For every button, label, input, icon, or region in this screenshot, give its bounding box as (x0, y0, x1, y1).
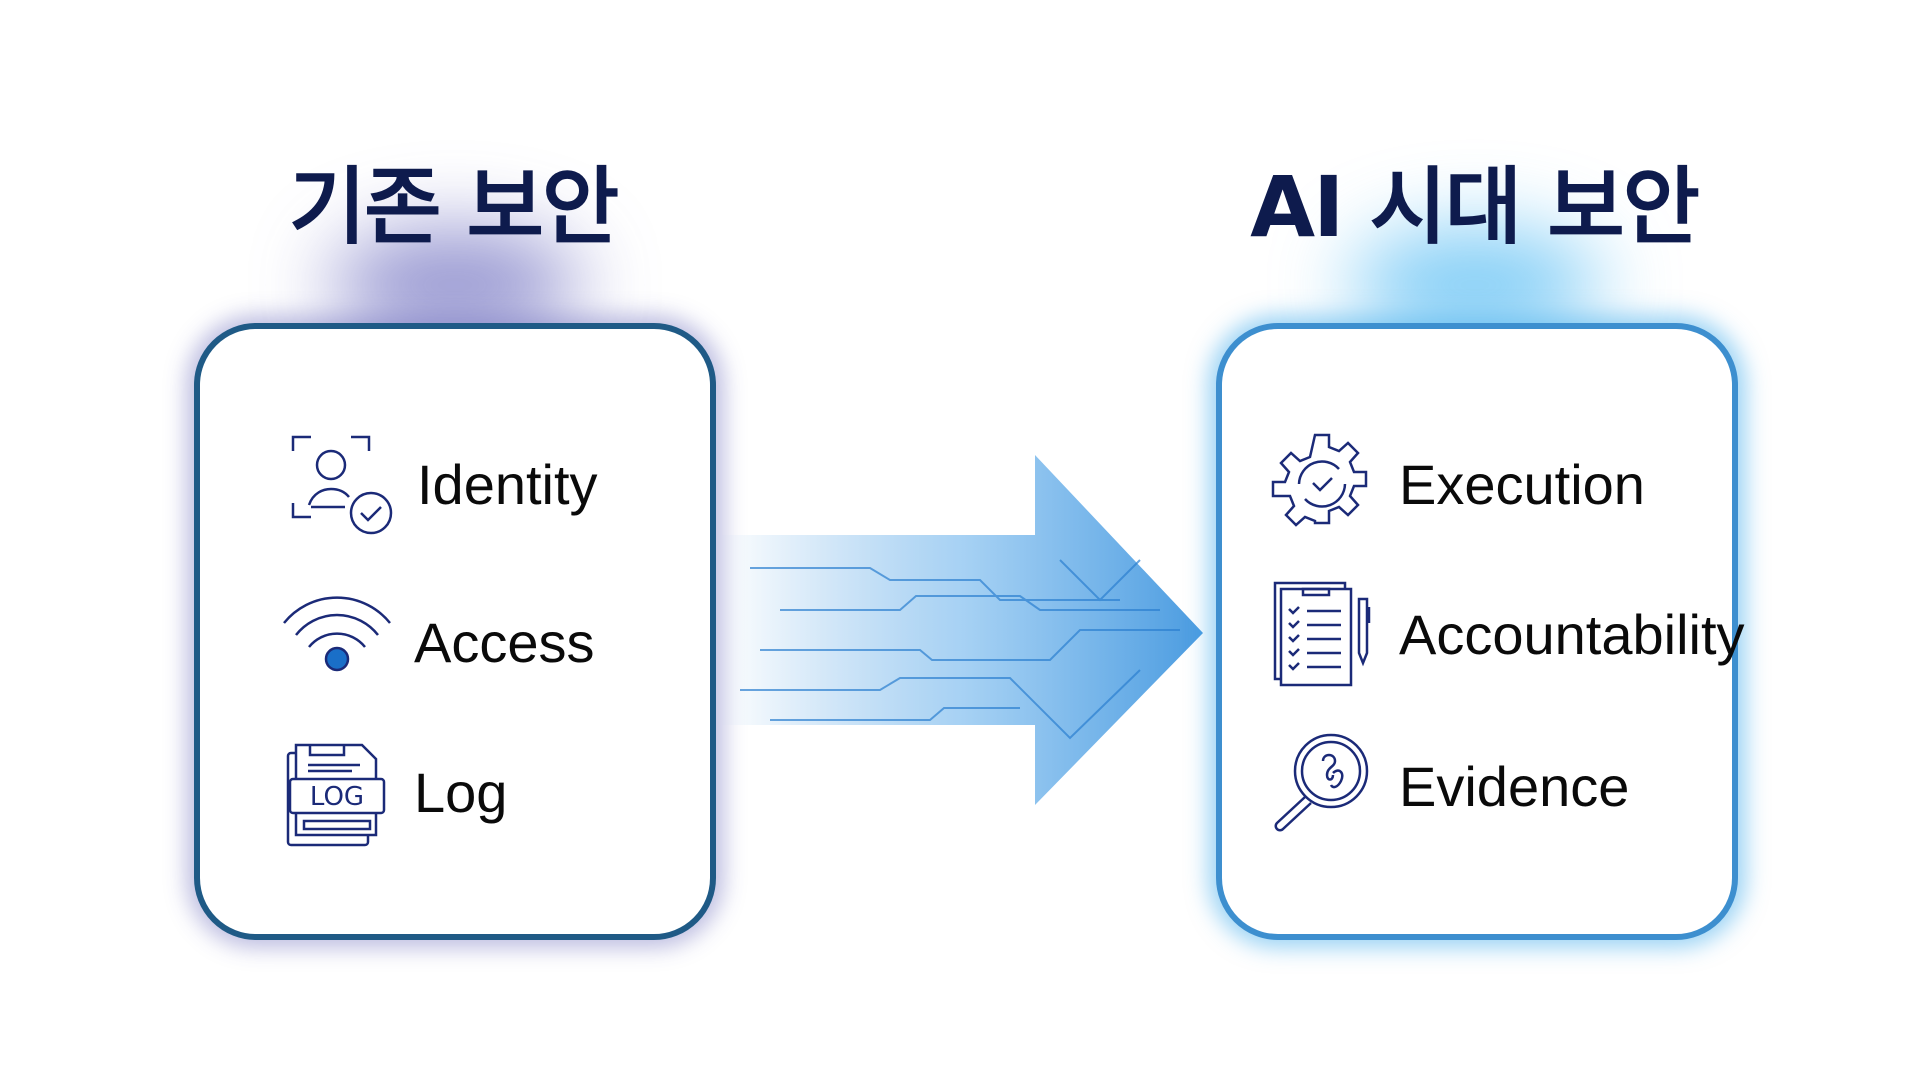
gear-cycle-check-icon (1271, 433, 1368, 527)
item-access: Access (282, 587, 595, 697)
item-label: Evidence (1399, 754, 1630, 818)
item-identity: Identity (285, 429, 598, 539)
transition-arrow (720, 455, 1203, 805)
face-id-check-icon (291, 435, 393, 535)
item-label: Accountability (1399, 602, 1745, 666)
right-glow (1350, 230, 1600, 340)
item-label: Execution (1399, 452, 1645, 516)
fingerprint-magnifier-icon (1274, 733, 1369, 832)
item-evidence: Evidence (1267, 731, 1629, 841)
ai-era-security-card: Execution Accountability Evidence (1216, 323, 1745, 940)
item-execution: Execution (1267, 429, 1645, 539)
wireless-signal-icon (283, 596, 391, 672)
item-accountability: Accountability (1267, 579, 1745, 689)
svg-text:LOG: LOG (310, 782, 364, 812)
item-label: Log (414, 760, 508, 824)
left-title: 기존 보안 (288, 158, 619, 256)
right-title: AI 시대 보안 (1250, 158, 1700, 256)
item-label: Access (414, 610, 595, 674)
checklist-clipboard-icon (1273, 581, 1371, 687)
item-log: LOG Log (282, 737, 507, 847)
legacy-security-card: Identity Access LOG Log (194, 323, 716, 940)
item-label: Identity (417, 452, 598, 516)
left-glow (330, 230, 580, 340)
log-file-icon: LOG (286, 743, 386, 847)
